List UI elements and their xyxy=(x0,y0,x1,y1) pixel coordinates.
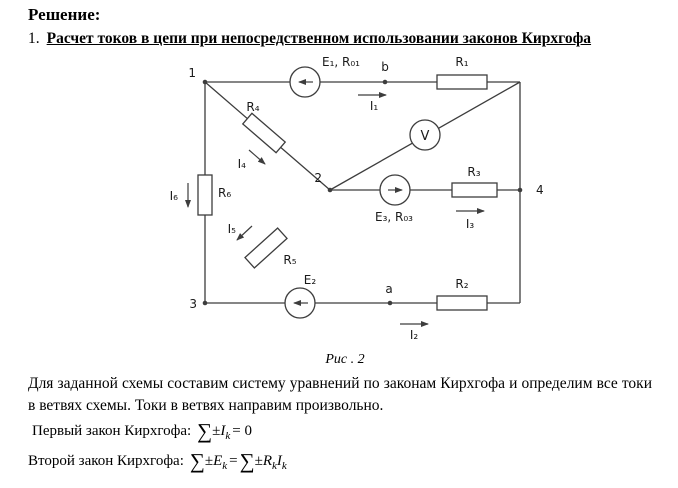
direction-arrows xyxy=(185,79,485,327)
figure-caption: Рис . 2 xyxy=(325,352,365,367)
item-line: 1. Расчет токов в цепи при непосредственн… xyxy=(28,30,591,48)
current-i4-arrow xyxy=(248,149,266,165)
wire-branch-1-2 xyxy=(204,81,331,191)
resistor-r5 xyxy=(244,227,288,269)
subscript-k: k xyxy=(225,430,231,442)
current-i5-arrow xyxy=(236,225,253,241)
wire-branch-2-topright xyxy=(329,81,521,191)
current-i5-label: I₅ xyxy=(228,222,237,236)
sum-symbol: ∑ xyxy=(189,449,205,473)
subscript-k: k xyxy=(281,460,287,472)
diagram-labels: 1 b 2 4 3 a E₁, R₀₁ R₁ I₁ R₄ I₄ R₆ I₆ I₅… xyxy=(170,55,544,342)
current-i3-label: I₃ xyxy=(466,217,475,231)
solution-heading: Решение: xyxy=(28,5,101,24)
current-i4-label: I₄ xyxy=(238,157,247,171)
resistor-r6 xyxy=(197,174,213,216)
source-e3 xyxy=(379,174,411,206)
node-1-label: 1 xyxy=(188,66,196,80)
node-b-label: b xyxy=(381,60,389,74)
voltmeter xyxy=(409,119,441,151)
resistor-r3 xyxy=(451,182,498,198)
resistor-r1 xyxy=(436,74,488,90)
resistor-r4-label: R₄ xyxy=(246,100,259,114)
node-4-label: 4 xyxy=(536,183,544,197)
current-i6-label: I₆ xyxy=(170,189,179,203)
second-law-label: Второй закон Кирхгофа: xyxy=(28,453,184,469)
emf-variable: E xyxy=(213,453,223,469)
plus-minus-sign: ± xyxy=(212,423,221,439)
subscript-k: k xyxy=(222,460,228,472)
voltmeter-label: V xyxy=(421,129,430,144)
node-3-label: 3 xyxy=(189,297,197,311)
resistor-r1-label: R₁ xyxy=(455,55,468,69)
current-i2-label: I₂ xyxy=(410,328,419,342)
source-e2 xyxy=(284,287,316,319)
resistor-r5-label: R₅ xyxy=(283,253,296,267)
equals-zero: = 0 xyxy=(232,423,252,439)
resistor-r3-label: R₃ xyxy=(467,165,480,179)
body-paragraph: Для заданной схемы составим систему урав… xyxy=(28,375,652,414)
source-e1 xyxy=(289,66,321,98)
source-e3-label: E₃, R₀₃ xyxy=(375,210,413,224)
node-dots xyxy=(202,79,523,306)
plus-minus-sign: ± xyxy=(204,453,214,469)
item-number: 1. xyxy=(28,30,40,47)
resistance-variable: R xyxy=(262,453,273,469)
circuit-components xyxy=(197,66,498,319)
sum-symbol: ∑ xyxy=(239,449,255,473)
node-a-label: a xyxy=(385,282,392,296)
node-3-dot xyxy=(202,300,208,306)
resistor-r2-label: R₂ xyxy=(455,277,468,291)
node-a-dot xyxy=(387,300,393,306)
node-2-dot xyxy=(327,187,333,193)
subscript-k: k xyxy=(272,460,277,472)
plus-minus-sign: ± xyxy=(254,453,263,469)
circuit-wires xyxy=(204,81,521,304)
first-law-line: Первый закон Кирхгофа: ∑±Ik= 0 xyxy=(32,419,254,448)
node-4-dot xyxy=(517,187,523,193)
sum-symbol: ∑ xyxy=(197,419,213,443)
node-1-dot xyxy=(202,79,208,85)
item-title: Расчет токов в цепи при непосредственном… xyxy=(46,30,592,47)
node-2-label: 2 xyxy=(314,171,322,185)
equals-sign: = xyxy=(229,453,238,469)
first-law-label: Первый закон Кирхгофа: xyxy=(32,423,192,439)
source-e1-label: E₁, R₀₁ xyxy=(322,55,360,69)
current-i1-label: I₁ xyxy=(370,99,379,113)
node-b-dot xyxy=(382,79,388,85)
resistor-r2 xyxy=(436,295,488,311)
resistor-r6-label: R₆ xyxy=(218,186,231,200)
second-law-line: Второй закон Кирхгофа:∑±Ek=∑±RkIk xyxy=(28,449,287,478)
current-variable: I xyxy=(220,423,226,439)
resistor-r4 xyxy=(241,112,287,154)
source-e2-label: E₂ xyxy=(304,273,317,287)
current-variable: I xyxy=(276,453,282,469)
